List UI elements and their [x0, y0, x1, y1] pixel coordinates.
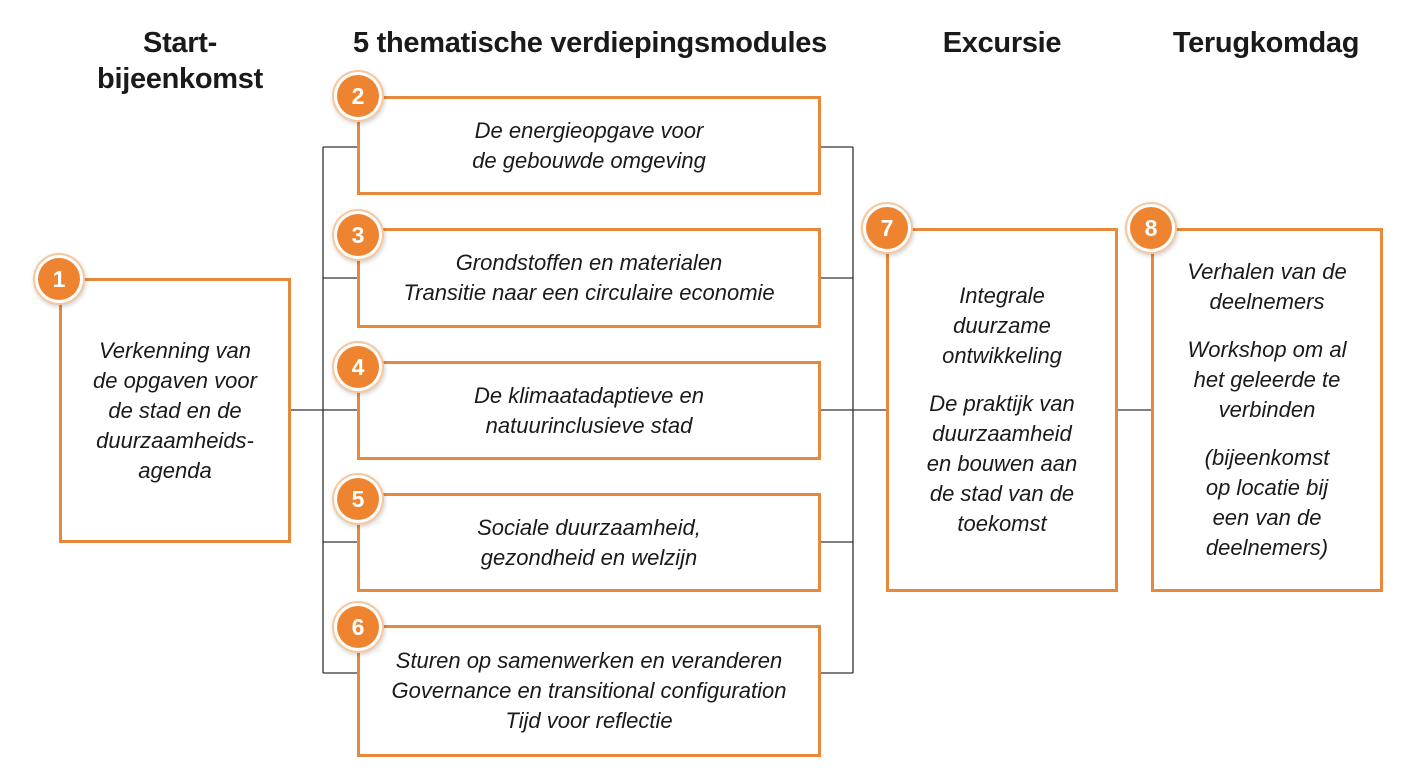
step-text-line: Integrale: [959, 283, 1045, 308]
step-badge-6: 6: [337, 606, 379, 648]
step-text-line: agenda: [138, 457, 212, 483]
step-text-line: natuurinclusieve stad: [485, 412, 693, 438]
step-badge-1: 1: [38, 258, 80, 300]
heading-excursion: Excursie: [942, 27, 1062, 59]
step-text-line: Tijd voor reflectie: [505, 708, 673, 733]
step-text-line: Grondstoffen en materialen: [455, 250, 723, 275]
step-text-line: Workshop om al: [1187, 337, 1347, 362]
step-text-paragraph: Workshop om al het geleerde te verbinden: [1188, 335, 1347, 425]
step-text-line: op locatie bij: [1205, 475, 1329, 500]
heading-start-line-2: bijeenkomst: [97, 63, 263, 95]
step-text-line: De praktijk van: [929, 391, 1075, 416]
step-box-1: Verkenning van de opgaven voor de stad en …: [59, 278, 291, 543]
step-text-line: duurzaamheids-: [96, 427, 254, 453]
step-text-line: deelnemers: [1209, 289, 1325, 314]
step-text-line: De klimaatadaptieve en: [474, 382, 704, 408]
step-text-line: Sturen op samenwerken en veranderen: [395, 648, 783, 673]
step-text-line: duurzaamheid: [932, 421, 1072, 446]
step-text-paragraph: De praktijk van duurzaamheid en bouwen aan…: [927, 389, 1077, 539]
step-badge-4: 4: [337, 346, 379, 388]
step-text-line: een van de: [1212, 505, 1322, 530]
step-text-line: verbinden: [1218, 397, 1316, 422]
step-text-line: de stad en de: [108, 397, 242, 423]
step-text-paragraph: De energieopgave voor de gebouwde omgevin…: [472, 116, 706, 176]
step-text-paragraph: Verhalen van de deelnemers: [1187, 257, 1346, 317]
step-text-line: en bouwen aan: [926, 451, 1078, 476]
step-text-line: Sociale duurzaamheid,: [477, 514, 701, 540]
step-text-line: het geleerde te: [1193, 367, 1341, 392]
step-text-line: Verkenning van: [98, 337, 252, 363]
step-box-2: De energieopgave voor de gebouwde omgevin…: [357, 96, 821, 195]
step-text-line: toekomst: [957, 511, 1047, 536]
step-box-7: Integrale duurzame ontwikkeling De praktijk…: [886, 228, 1118, 592]
step-box-5: Sociale duurzaamheid, gezondheid en welzi…: [357, 493, 821, 592]
step-text-paragraph: (bijeenkomst op locatie bij een van de deel…: [1205, 443, 1330, 563]
step-badge-5: 5: [337, 478, 379, 520]
step-text-line: De energieopgave voor: [474, 117, 704, 143]
step-text-line: gezondheid en welzijn: [480, 544, 698, 570]
step-text-paragraph: De klimaatadaptieve en natuurinclusieve s…: [474, 381, 704, 441]
heading-start-line-1: Start-: [143, 27, 217, 59]
step-text-paragraph: Verkenning van de opgaven voor de stad en …: [93, 336, 257, 486]
step-text-line: (bijeenkomst: [1204, 445, 1330, 470]
step-text-line: duurzame: [953, 313, 1051, 338]
step-badge-7: 7: [866, 207, 908, 249]
heading-return-day: Terugkomdag: [1172, 27, 1360, 59]
step-box-4: De klimaatadaptieve en natuurinclusieve s…: [357, 361, 821, 460]
step-text-line: Governance en transitional configuration: [391, 678, 787, 703]
step-badge-2: 2: [337, 75, 379, 117]
step-badge-3: 3: [337, 214, 379, 256]
step-text-line: de opgaven voor: [93, 367, 257, 393]
step-text-line: de gebouwde omgeving: [472, 147, 706, 173]
step-text-line: ontwikkeling: [942, 343, 1062, 368]
step-text-paragraph: Sociale duurzaamheid, gezondheid en welzi…: [477, 513, 701, 573]
step-text-line: Transitie naar een circulaire economie: [403, 280, 775, 305]
step-text-line: de stad van de: [929, 481, 1075, 506]
heading-start: Start- bijeenkomst: [80, 25, 280, 97]
step-badge-8: 8: [1130, 207, 1172, 249]
step-text-paragraph: Integrale duurzame ontwikkeling: [942, 281, 1062, 371]
step-text-line: deelnemers): [1205, 535, 1329, 560]
heading-modules: 5 thematische verdiepingsmodules: [353, 27, 827, 59]
step-text-line: Verhalen van de: [1187, 259, 1347, 284]
